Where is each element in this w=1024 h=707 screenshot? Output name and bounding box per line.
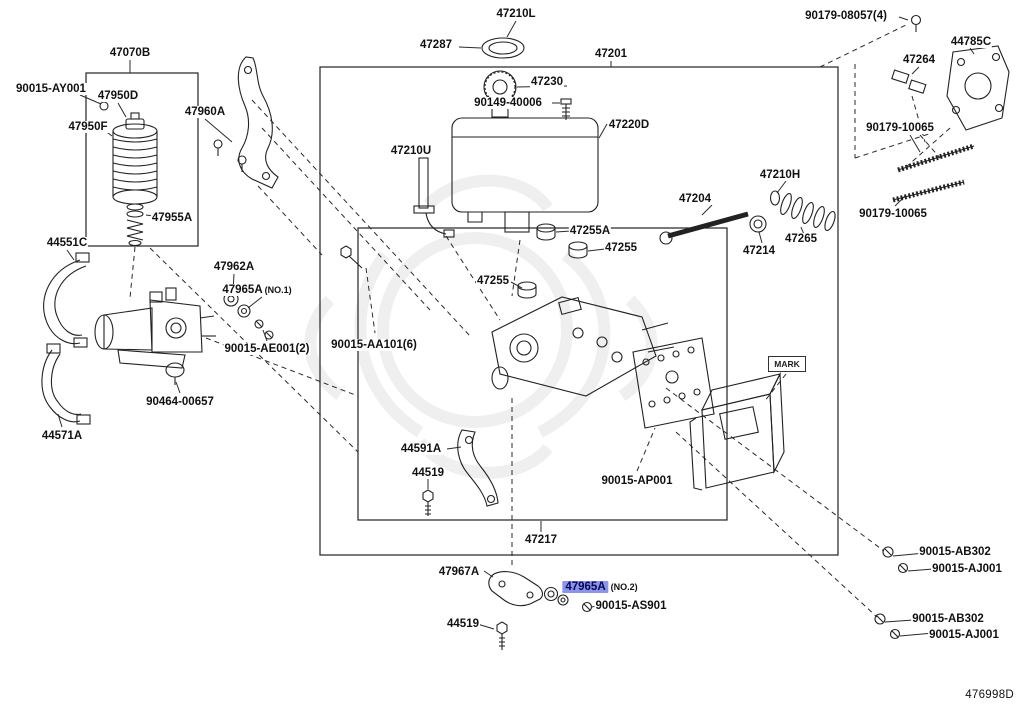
- bracket-44591A: [457, 429, 499, 507]
- drawing-code: 476998D: [965, 689, 1014, 701]
- part-label-44571A[interactable]: 44571A: [40, 430, 84, 443]
- bolt-90179-08057: [910, 14, 922, 32]
- part-label-47950D[interactable]: 47950D: [96, 90, 140, 103]
- push-rod-47204: [659, 211, 749, 245]
- bolt-44519-lower: [496, 621, 508, 650]
- bracket-47967A: [488, 571, 543, 607]
- part-label-90015-AA101-6[interactable]: 90015-AA101(6): [330, 339, 418, 352]
- screws-90015-AE001: [254, 319, 274, 340]
- part-label-90179-10065-2[interactable]: 90179-10065: [858, 208, 928, 221]
- tube-44551C: [43, 252, 90, 348]
- part-label-47255-1[interactable]: 47255: [604, 242, 638, 255]
- part-label-90015-AP001[interactable]: 90015-AP001: [600, 475, 674, 488]
- bolt-44519-upper: [422, 489, 434, 516]
- part-label-47230[interactable]: 47230: [530, 76, 564, 89]
- part-label-90015-AE001-2[interactable]: 90015-AE001(2): [223, 343, 311, 356]
- master-cylinder-body: [491, 296, 675, 397]
- part-label-90015-AJ001-1[interactable]: 90015-AJ001: [931, 563, 1003, 576]
- bushings-47264: [891, 69, 927, 94]
- clamp-90464-00657: [165, 362, 185, 385]
- bolt-90149-40006: [560, 98, 572, 120]
- part-label-47265[interactable]: 47265: [784, 233, 818, 246]
- part-label-90149-40006[interactable]: 90149-40006: [473, 97, 543, 110]
- part-label-47967A[interactable]: 47967A: [437, 566, 481, 579]
- o-ring-47210H: [769, 190, 781, 206]
- part-label-44551C[interactable]: 44551C: [45, 237, 89, 250]
- part-label-90464-00657[interactable]: 90464-00657: [145, 396, 215, 409]
- part-label-44519-2[interactable]: 44519: [446, 618, 480, 631]
- bolt-90015-AA101: [340, 245, 363, 269]
- part-label-90015-AY001[interactable]: 90015-AY001: [15, 83, 87, 96]
- part-label-90015-AB302-1[interactable]: 90015-AB302: [918, 546, 992, 559]
- part-label-47210U[interactable]: 47210U: [389, 145, 433, 158]
- grommet-47965A-no1: [237, 304, 251, 318]
- part-label-47210L[interactable]: 47210L: [495, 8, 537, 21]
- gasket-plate: [632, 337, 715, 429]
- screw-bracket-1: [213, 139, 223, 156]
- bracket-47960A: [237, 56, 279, 189]
- part-label-47960A[interactable]: 47960A: [183, 106, 227, 119]
- part-label-47220D[interactable]: 47220D: [607, 119, 651, 132]
- part-label-90015-AB302-2[interactable]: 90015-AB302: [911, 613, 985, 626]
- sensor-47210U: [413, 157, 455, 238]
- part-label-47210H[interactable]: 47210H: [758, 169, 802, 182]
- part-label-47962A[interactable]: 47962A: [212, 261, 256, 274]
- part-label-44591A[interactable]: 44591A: [399, 443, 443, 456]
- gasket-44785C: [946, 45, 1010, 131]
- part-label-47965A-no1[interactable]: 47965A(NO.1): [221, 284, 293, 297]
- part-label-47950F[interactable]: 47950F: [67, 121, 109, 134]
- grommet-47255-top: [568, 241, 588, 259]
- stud-bolt-90179-10065-upper: [897, 143, 975, 173]
- part-label-47201[interactable]: 47201: [594, 48, 628, 61]
- part-label-47955A[interactable]: 47955A: [150, 212, 194, 225]
- grommet-47965A-no2: [543, 586, 569, 606]
- part-label-90015-AJ001-2[interactable]: 90015-AJ001: [928, 629, 1000, 642]
- abs-actuator: [689, 371, 785, 491]
- tube-44571A: [41, 343, 91, 425]
- part-label-90179-08057-4[interactable]: 90179-08057(4): [804, 10, 888, 23]
- screw-90015-AB302-lower: [874, 613, 886, 625]
- washer-47214: [749, 215, 767, 233]
- grommet-47255A: [536, 223, 556, 241]
- part-label-44785C[interactable]: 44785C: [949, 36, 993, 49]
- part-label-47214[interactable]: 47214: [742, 245, 776, 258]
- screw-bracket-2: [237, 155, 247, 172]
- screw-90015-AJ001-upper: [897, 562, 909, 574]
- boot-47265: [780, 193, 836, 232]
- part-label-47255A[interactable]: 47255A: [568, 225, 612, 238]
- stud-bolt-90179-10065-lower: [892, 179, 965, 203]
- reservoir-tank-47220D: [451, 117, 599, 233]
- part-label-47965A-no2[interactable]: 47965A(NO.2): [561, 581, 639, 594]
- part-label-44519-1[interactable]: 44519: [411, 467, 445, 480]
- filter-47950F: [112, 112, 158, 205]
- part-label-47264[interactable]: 47264: [902, 54, 936, 67]
- part-label-47217[interactable]: 47217: [524, 534, 558, 547]
- mark-tag: MARK: [768, 356, 806, 372]
- cap-ring-47287: [481, 37, 525, 59]
- screw-90015-AB302-upper: [882, 546, 894, 558]
- part-label-47070B[interactable]: 47070B: [108, 47, 152, 60]
- screw-90015-AS901: [581, 601, 593, 613]
- part-label-47255-2[interactable]: 47255: [476, 275, 510, 288]
- part-label-47204[interactable]: 47204: [678, 193, 712, 206]
- pump-motor-assembly: [94, 287, 216, 369]
- part-label-90179-10065-1[interactable]: 90179-10065: [865, 122, 935, 135]
- grommet-47255-left: [517, 281, 537, 299]
- part-label-47287[interactable]: 47287: [419, 39, 453, 52]
- part-label-90015-AS901[interactable]: 90015-AS901: [594, 600, 668, 613]
- screw-90015-AJ001-lower: [889, 628, 901, 640]
- accumulator-rings-47955A: [126, 203, 144, 247]
- frame-boxes: [85, 66, 839, 556]
